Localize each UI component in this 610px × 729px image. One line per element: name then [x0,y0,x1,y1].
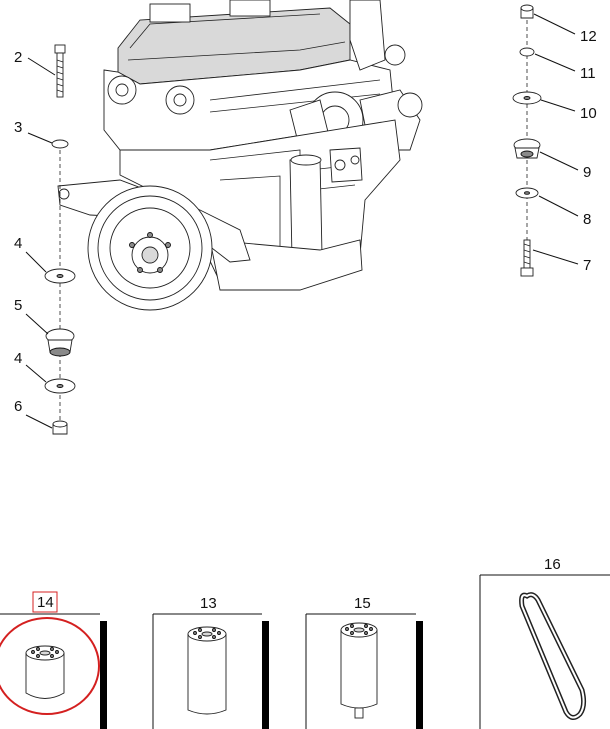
mount-part-9 [513,138,541,159]
callout-16: 16 [544,556,561,573]
filter-panel-15: 15 [305,595,423,729]
engine-illustration [57,0,423,311]
filter-part-13 [187,626,227,715]
nut-part-12 [520,4,534,19]
left-mount-stack [44,44,76,435]
filter-panel-13: 13 [152,595,269,729]
right-mount-stack [512,4,542,277]
washer-part-3 [51,139,69,149]
nut-part-6 [52,420,68,435]
filter-part-14 [25,645,65,699]
callout-8: 8 [583,211,591,228]
filter-panel-14: 14 [0,591,107,729]
callout-7: 7 [583,257,591,274]
callout-4-lower: 4 [14,350,22,367]
belt-part-16 [519,592,587,720]
callout-10: 10 [580,105,597,122]
washer-part-11 [519,47,535,57]
filter-part-15 [340,622,378,719]
bolt-part-2 [54,44,66,98]
callout-2: 2 [14,49,22,66]
callout-5: 5 [14,297,22,314]
callout-9: 9 [583,164,591,181]
callout-3: 3 [14,119,22,136]
callout-6: 6 [14,398,22,415]
callout-14: 14 [37,594,54,611]
callout-15: 15 [354,595,371,612]
callout-12: 12 [580,28,597,45]
bolt-part-7 [520,239,534,277]
callout-13: 13 [200,595,217,612]
washer-part-8 [515,187,539,199]
callout-labels-top: 2 3 4 5 4 6 12 11 10 9 8 7 [14,28,597,415]
highlight-circle-14 [0,617,100,715]
belt-panel-16: 16 [479,556,610,729]
washer-part-4-upper [44,268,76,284]
washer-part-4-lower [44,378,76,394]
callout-4-upper: 4 [14,235,22,252]
mount-part-5 [45,328,75,357]
washer-part-10 [512,91,542,105]
callout-14-box [32,591,58,613]
leader-lines [25,13,579,429]
callout-11: 11 [580,65,596,82]
